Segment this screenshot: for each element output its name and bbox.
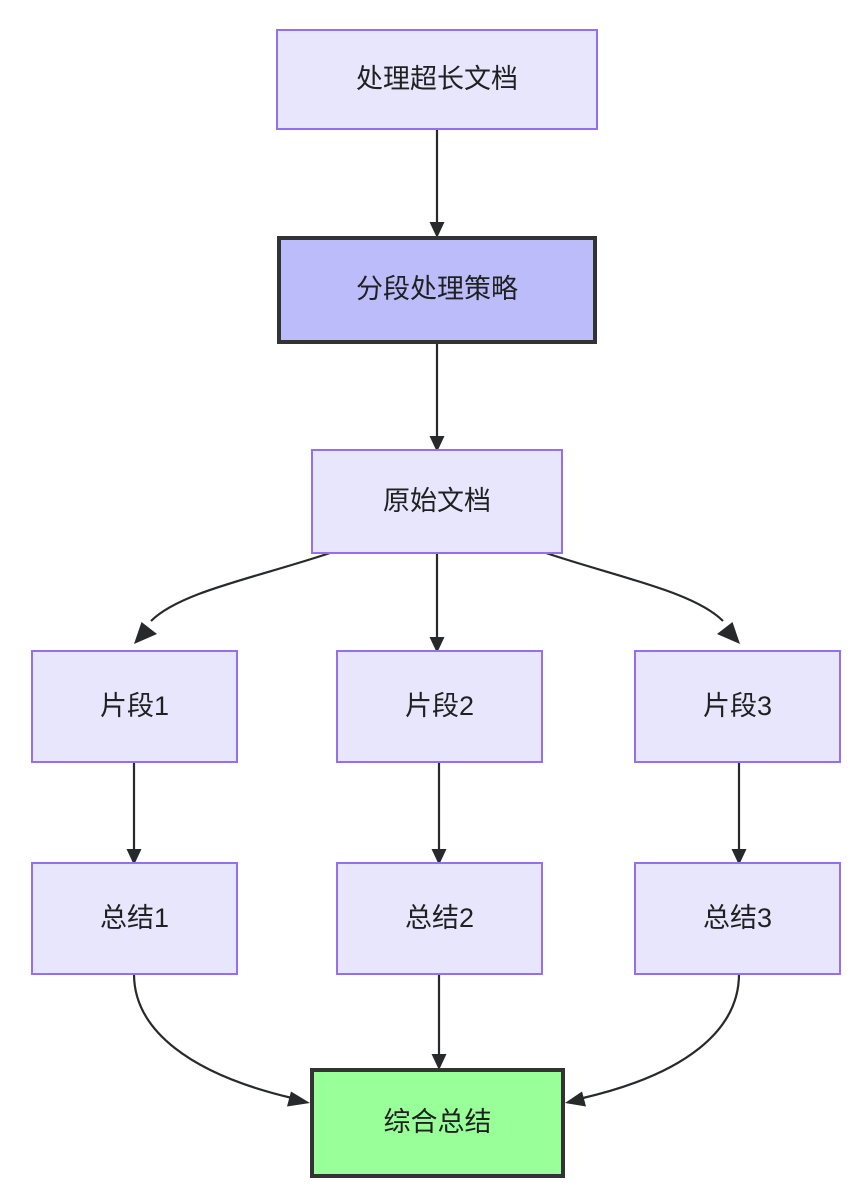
node-box[interactable] — [634, 650, 841, 763]
node-label: 片段1 — [100, 691, 169, 721]
node-box[interactable] — [31, 650, 238, 763]
node-fragment-2[interactable]: 片段2 — [336, 650, 543, 763]
arrow-head-icon — [717, 622, 740, 644]
node-box[interactable] — [634, 862, 841, 975]
edge-layer — [126, 129, 747, 1107]
node-fragment-3[interactable]: 片段3 — [634, 650, 841, 763]
node-box[interactable] — [311, 449, 563, 554]
node-label: 处理超长文档 — [356, 64, 518, 94]
node-fragment-1[interactable]: 片段1 — [31, 650, 238, 763]
arrow-head-icon — [126, 849, 142, 865]
node-label: 片段2 — [405, 691, 474, 721]
node-box[interactable] — [336, 650, 543, 763]
arrow-head-icon — [731, 849, 747, 865]
arrow-head-icon — [429, 222, 445, 238]
arrow-head-icon — [431, 1054, 447, 1070]
node-box[interactable] — [276, 29, 598, 130]
edge-fragment-2-to-summary-2 — [431, 762, 447, 865]
node-label: 分段处理策略 — [356, 274, 518, 304]
edge-strategy-to-source — [429, 344, 445, 452]
node-box[interactable] — [277, 236, 597, 344]
arrow-head-icon — [134, 622, 157, 644]
edge-summary-2-to-final — [431, 974, 447, 1070]
node-label: 原始文档 — [383, 486, 491, 516]
edge-source-to-fragment-2 — [429, 553, 445, 653]
node-final-summary[interactable]: 综合总结 — [310, 1068, 565, 1178]
edge-doc-to-strategy — [429, 129, 445, 238]
node-box[interactable] — [310, 1068, 565, 1178]
edge-summary-3-to-final — [565, 973, 741, 1107]
node-label: 片段3 — [703, 691, 772, 721]
node-layer: 处理超长文档 分段处理策略 原始文档 片段1 片段2 — [31, 29, 841, 1178]
node-label: 总结3 — [703, 903, 772, 933]
node-source-document[interactable]: 原始文档 — [311, 449, 563, 554]
node-process-long-document[interactable]: 处理超长文档 — [276, 29, 598, 130]
node-label: 综合总结 — [384, 1107, 492, 1137]
arrow-head-icon — [431, 849, 447, 865]
node-label: 总结2 — [405, 903, 474, 933]
arrow-head-icon — [565, 1091, 586, 1107]
node-box[interactable] — [31, 862, 238, 975]
node-chunking-strategy[interactable]: 分段处理策略 — [277, 236, 597, 344]
arrow-head-icon — [429, 637, 445, 653]
edge-source-to-fragment-3 — [545, 551, 740, 644]
node-summary-1[interactable]: 总结1 — [31, 862, 238, 975]
edge-summary-1-to-final — [132, 973, 310, 1107]
edge-fragment-3-to-summary-3 — [731, 762, 747, 865]
node-box[interactable] — [336, 862, 543, 975]
arrow-head-icon — [287, 1091, 310, 1107]
edge-source-to-fragment-1 — [134, 551, 331, 644]
node-label: 总结1 — [100, 903, 169, 933]
arrow-head-icon — [429, 436, 445, 452]
edge-fragment-1-to-summary-1 — [126, 762, 142, 865]
node-summary-2[interactable]: 总结2 — [336, 862, 543, 975]
node-summary-3[interactable]: 总结3 — [634, 862, 841, 975]
